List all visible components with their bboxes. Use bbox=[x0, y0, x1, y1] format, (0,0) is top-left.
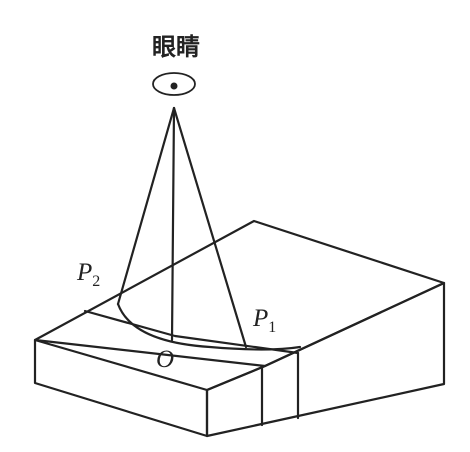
sight-axis bbox=[170, 106, 176, 342]
block-front-face bbox=[33, 338, 209, 438]
field-of-view-arc bbox=[116, 302, 302, 351]
cone-edge-left bbox=[116, 106, 176, 306]
eye-label: 眼睛 bbox=[152, 33, 200, 61]
ledge-line bbox=[83, 309, 300, 355]
eye-icon bbox=[152, 72, 196, 96]
cone-edge-right bbox=[172, 106, 248, 349]
label-p2: P2 bbox=[76, 259, 100, 290]
block-right-face bbox=[205, 281, 446, 438]
label-p1: P1 bbox=[252, 305, 276, 336]
front-top-edge bbox=[205, 364, 267, 392]
label-o: O bbox=[156, 346, 174, 373]
